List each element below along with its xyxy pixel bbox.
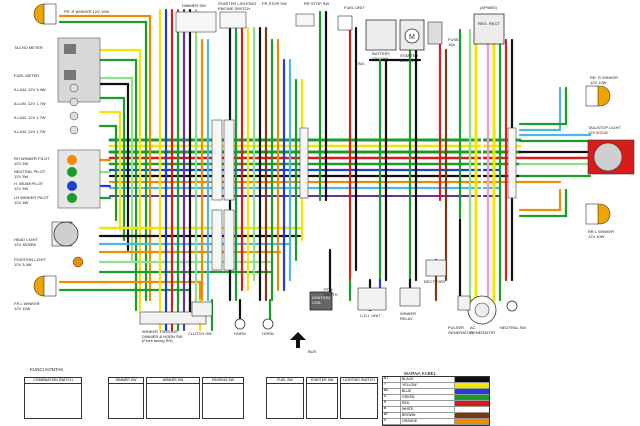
legend-code: Bl [383, 377, 401, 382]
reg-rect-label: REG. RECT [478, 21, 500, 26]
illum-1-label: ILLUM. 12V 3.4W [14, 87, 46, 92]
dimmer-table-title: DIMMER SW [109, 378, 143, 384]
legend-swatch [455, 401, 489, 406]
bus-label: BUS [308, 349, 317, 354]
dimmer-sw-label: DIMMER SW [182, 3, 206, 8]
legend-name: BLACK [401, 377, 455, 382]
fuel-meter-label: FUEL METER [14, 73, 40, 78]
legend-name: YELLOW [401, 383, 455, 388]
legend-name: WHITE [401, 407, 455, 412]
legend-swatch [455, 407, 489, 412]
rr-stop-sw-label: RR STOP SW [304, 1, 330, 6]
legend-swatch [455, 413, 489, 418]
ac-gen-label: AC GENERATOR [470, 325, 495, 335]
passing-switch-table: PASSING SW [202, 377, 244, 419]
kunci-kontak-label: KUNCI KONTAK [30, 367, 64, 372]
lighting-switch-table: LIGHTING SWITCH [340, 377, 378, 419]
starter-switch-label: STARTER LIGHTING ENGINE SWITCH [218, 1, 257, 11]
combination-switch-title: COMBINATION SWITCH [25, 378, 81, 384]
lamps [33, 3, 635, 297]
eng-label: ENG. [356, 61, 366, 66]
lh-winker-pilot-label: LH WINKER PILOT 12V 3W [14, 195, 49, 205]
legend-code: G [383, 395, 401, 400]
tacho-meter-label: TACHO METER [14, 45, 43, 50]
winker-relay-label: WINKER RELAY [400, 311, 416, 321]
horn-1-label: HORN [234, 331, 246, 336]
rr-l-winker-label: RR.L WINKER 12V 10W [588, 229, 615, 239]
position-light-label: POSITION LIGHT 12V 3.4W [14, 257, 47, 267]
legend-swatch [455, 389, 489, 394]
legend-name: BLUE [401, 389, 455, 394]
headlight-label: HEAD LIGHT 12V 35/35W [14, 237, 39, 247]
connector-blocks [175, 11, 517, 271]
illum-3-label: ILLUM. 12V 1.7W [14, 115, 46, 120]
legend-swatch [455, 383, 489, 388]
legend-code: W [383, 407, 401, 412]
bottom-components [139, 259, 518, 348]
pulser-label: PULSER GENERATOR [448, 325, 473, 335]
rr-r-winker-label: RR. R WINKER 12V 10W [590, 75, 618, 85]
legend-name: BROWN [401, 413, 455, 418]
legend-code: Br [383, 413, 401, 418]
starter-motor-label: STARTER MOTOR [400, 53, 419, 63]
winker-switch-table: WINKER SW [146, 377, 200, 419]
legend-title: WARNA KABEL [404, 371, 437, 376]
passing-table-title: PASSING SW [203, 378, 243, 384]
fuel-unit-label: FUEL UNIT [344, 5, 365, 10]
battery-area: M [337, 13, 505, 51]
dimmer-switch-table: DIMMER SW [108, 377, 144, 419]
instrument-panel [57, 37, 101, 209]
starter-table-title: STARTER SW [307, 378, 337, 384]
fr-l-winker-label: FR.L WINKER 12V 10W [14, 301, 40, 311]
cdi-label: C.D.I. UNIT [360, 313, 381, 318]
svg-text:M: M [409, 34, 415, 41]
clutch-sw-label: CLUTCH SW [188, 331, 212, 336]
legend-name: GREEN [401, 395, 455, 400]
reg-sub-label: (AP9850) [480, 5, 497, 10]
ignition-coil-label: IGNITION COIL [312, 295, 330, 305]
fuse-label: FUSE 15A [448, 37, 459, 47]
rectifier-label: RECTIFIER [424, 279, 446, 284]
tail-stop-label: TAIL/STOP LIGHT 12V 5/21W [588, 125, 621, 135]
hbeam-pilot-label: H. BEAM PILOT 12V 3W [14, 181, 44, 191]
fr-r-winker-label: FR. R WINKER 12V 10W [64, 9, 110, 14]
legend-code: Bu [383, 389, 401, 394]
fuel-table-title: FUEL SW [267, 378, 303, 384]
battery-label: BATTERY 12V 7AH [372, 51, 391, 61]
legend-code: R [383, 401, 401, 406]
neutral-pilot-label: NEUTRAL PILOT 12V 3W [14, 169, 46, 179]
legend-swatch [455, 395, 489, 400]
horn-2-label: HORN [262, 331, 274, 336]
fr-stop-sw-label: FR STOP SW [262, 1, 287, 6]
lighting-table-title: LIGHTING SWITCH [341, 378, 377, 384]
legend-code: Y [383, 383, 401, 388]
winker-passing-label: WINKER, PASSING DIMMER & HORN SW (Front … [142, 329, 183, 343]
legend-swatch [455, 377, 489, 382]
neutral-sw-label: NEUTRAL SW [500, 325, 527, 330]
combination-switch-table: COMBINATION SWITCH [24, 377, 82, 419]
illum-4-label: ILLUM. 12V 1.7W [14, 129, 46, 134]
rh-winker-pilot-label: RH WINKER PILOT 12V 3W [14, 156, 50, 166]
winker-table-title: WINKER SW [147, 378, 199, 384]
fuel-switch-table: FUEL SW [266, 377, 304, 419]
legend-name: RED [401, 401, 455, 406]
ptm-earth-label: PTM EARTH [324, 287, 338, 297]
starter-switch-table: STARTER SW [306, 377, 338, 419]
illum-2-label: ILLUM. 12V 1.7W [14, 101, 46, 106]
